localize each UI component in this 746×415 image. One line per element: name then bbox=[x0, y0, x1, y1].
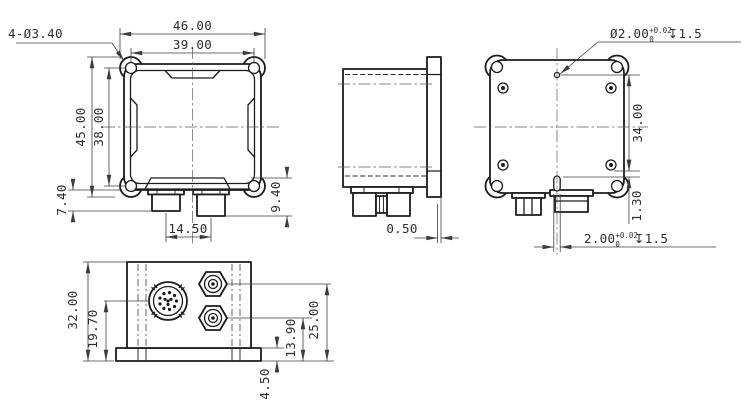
back-connectors bbox=[511, 189, 594, 216]
side-dimensions: 0.50 bbox=[386, 197, 459, 243]
dim-flange-offset: 0.50 bbox=[386, 221, 417, 236]
centerlines bbox=[474, 48, 648, 255]
body-outline bbox=[126, 261, 252, 349]
screw-holes bbox=[497, 82, 617, 171]
front-connectors bbox=[147, 189, 230, 217]
mounting-holes bbox=[124, 61, 261, 193]
front-dimensions: 46.00 39.00 4-Ø3.40 45.00 38.00 7.40 9.4… bbox=[8, 18, 292, 242]
sma-connector-top bbox=[198, 271, 228, 297]
dim-holes-note: 4-Ø3.40 bbox=[8, 26, 63, 41]
centerlines bbox=[103, 47, 281, 244]
leader-line bbox=[16, 42, 125, 62]
dim-left-connector: 7.40 bbox=[54, 184, 69, 215]
side-connectors bbox=[350, 186, 414, 217]
sma-connector-bottom bbox=[198, 305, 228, 331]
mounting-holes bbox=[490, 60, 624, 193]
bottom-view: 32.00 19.70 25.00 13.90 4.50 bbox=[65, 261, 334, 400]
dim-hole-spacing-x: 39.00 bbox=[173, 37, 212, 52]
side-view: 0.50 bbox=[338, 56, 459, 243]
dim-width-outer: 46.00 bbox=[173, 18, 212, 33]
dim-circular-connector-height: 19.70 bbox=[85, 309, 100, 348]
body-outline bbox=[342, 68, 429, 188]
dim-connector-spacing: 14.50 bbox=[168, 221, 207, 236]
hidden-lines bbox=[137, 264, 241, 361]
bottom-dimensions: 32.00 19.70 25.00 13.90 4.50 bbox=[65, 261, 334, 400]
dim-base-thickness: 4.50 bbox=[257, 368, 272, 399]
dim-height-outer: 45.00 bbox=[73, 107, 88, 146]
dim-right-connector: 9.40 bbox=[268, 181, 283, 212]
connector-pins bbox=[158, 291, 179, 311]
bayonet-lugs bbox=[151, 284, 185, 318]
dim-slot-offset: 1.30 bbox=[629, 190, 644, 221]
hidden-lines bbox=[338, 73, 441, 177]
dim-sma-bottom-height: 13.90 bbox=[283, 318, 298, 357]
mounting-flange bbox=[426, 56, 442, 198]
leader-line bbox=[559, 41, 599, 75]
dim-hole-to-slot: 34.00 bbox=[630, 103, 645, 142]
dim-sma-top-height: 25.00 bbox=[306, 300, 321, 339]
dim-overall-height: 32.00 bbox=[65, 290, 80, 329]
dim-hole-spacing-y: 38.00 bbox=[91, 107, 106, 146]
front-view: 46.00 39.00 4-Ø3.40 45.00 38.00 7.40 9.4… bbox=[8, 18, 292, 244]
